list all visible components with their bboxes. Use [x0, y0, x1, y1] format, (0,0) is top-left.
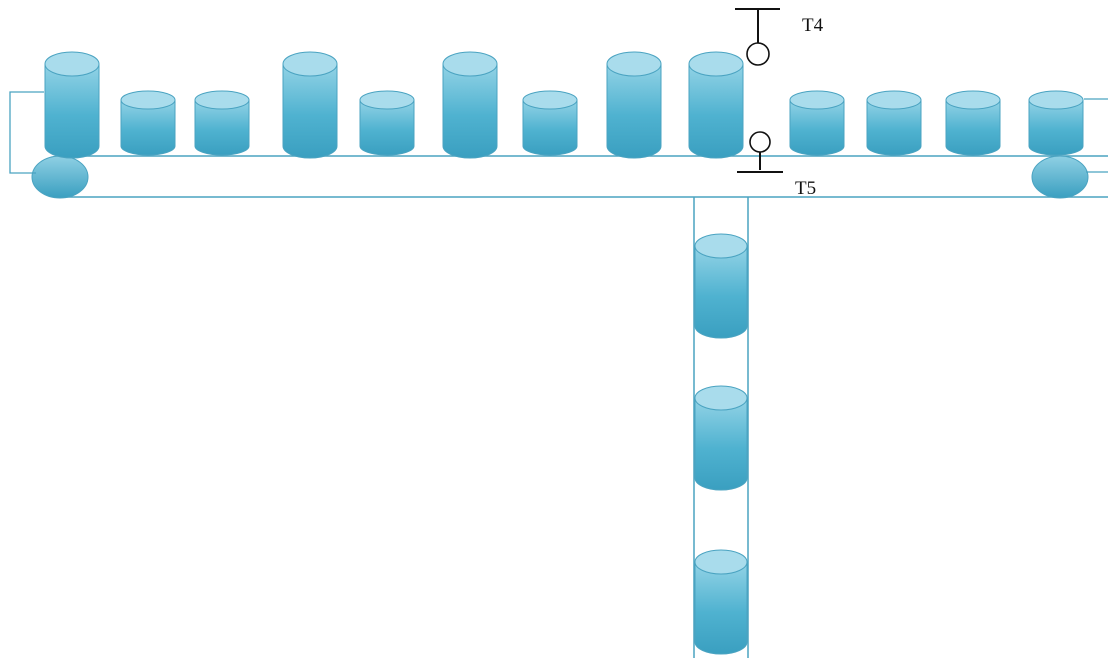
left-frame-bracket: [9, 91, 44, 174]
sensor-t5: T5: [737, 131, 816, 199]
sensor-t4-label: T4: [802, 15, 824, 36]
right-roller: [1031, 155, 1089, 199]
branch-conveyor-belt: [693, 197, 749, 658]
branch-item-3-tall: [694, 549, 748, 655]
main-conveyor-belt: [9, 91, 1108, 199]
main-item-13-short: [1028, 90, 1084, 156]
sensor-t5-head: [749, 131, 771, 153]
main-item-3-short: [194, 90, 250, 156]
branch-item-2-tall: [694, 385, 748, 491]
main-item-2-short: [120, 90, 176, 156]
main-item-5-short: [359, 90, 415, 156]
main-item-9-tall: [688, 51, 744, 159]
main-item-11-short: [866, 90, 922, 156]
branch-conveyor-items: [694, 233, 748, 655]
main-item-12-short: [945, 90, 1001, 156]
main-conveyor-items: [44, 51, 1084, 159]
main-item-4-tall: [282, 51, 338, 159]
main-item-1-tall: [44, 51, 100, 159]
main-item-8-tall: [606, 51, 662, 159]
main-item-10-short: [789, 90, 845, 156]
left-roller: [31, 155, 89, 199]
main-item-7-short: [522, 90, 578, 156]
sensor-t4-head: [746, 42, 770, 66]
branch-item-1-tall: [694, 233, 748, 339]
sensor-t4: T4: [735, 8, 824, 66]
sensor-t5-label: T5: [795, 178, 816, 199]
main-item-6-tall: [442, 51, 498, 159]
